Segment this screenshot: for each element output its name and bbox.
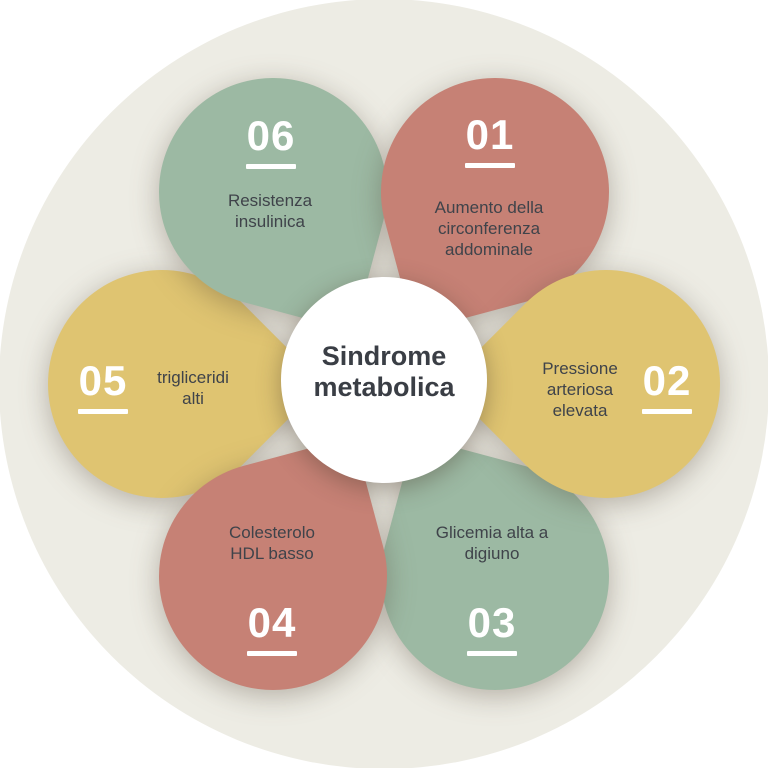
number-text: 05 <box>78 357 128 404</box>
number-text: 01 <box>465 111 515 158</box>
petal-05-number: 05 <box>43 360 163 414</box>
petal-06-label: Resistenza insulinica <box>227 191 313 231</box>
number-text: 03 <box>467 599 517 646</box>
number-underline <box>642 409 692 414</box>
center-circle: Sindrome metabolica <box>281 277 487 483</box>
petal-01-number: 01 <box>430 114 550 168</box>
number-underline <box>246 164 296 169</box>
center-title: Sindrome metabolica <box>313 341 455 402</box>
number-underline <box>247 651 297 656</box>
petal-03-number: 03 <box>432 602 552 656</box>
petal-02-label: Pressione arteriosa elevata <box>542 359 618 420</box>
petal-06-number: 06 <box>211 115 331 169</box>
number-underline <box>78 409 128 414</box>
petal-04-label: Colesterolo HDL basso <box>229 523 315 563</box>
petal-01-label: Aumento della circonferenza addominale <box>434 198 544 259</box>
number-underline <box>467 651 517 656</box>
number-text: 02 <box>642 357 692 404</box>
petal-05-label: trigliceridi alti <box>157 368 229 408</box>
number-text: 04 <box>247 599 297 646</box>
petal-02-number: 02 <box>607 360 727 414</box>
number-underline <box>465 163 515 168</box>
number-text: 06 <box>246 112 296 159</box>
petal-04-number: 04 <box>212 602 332 656</box>
petal-03-label: Glicemia alta a digiuno <box>435 523 549 563</box>
